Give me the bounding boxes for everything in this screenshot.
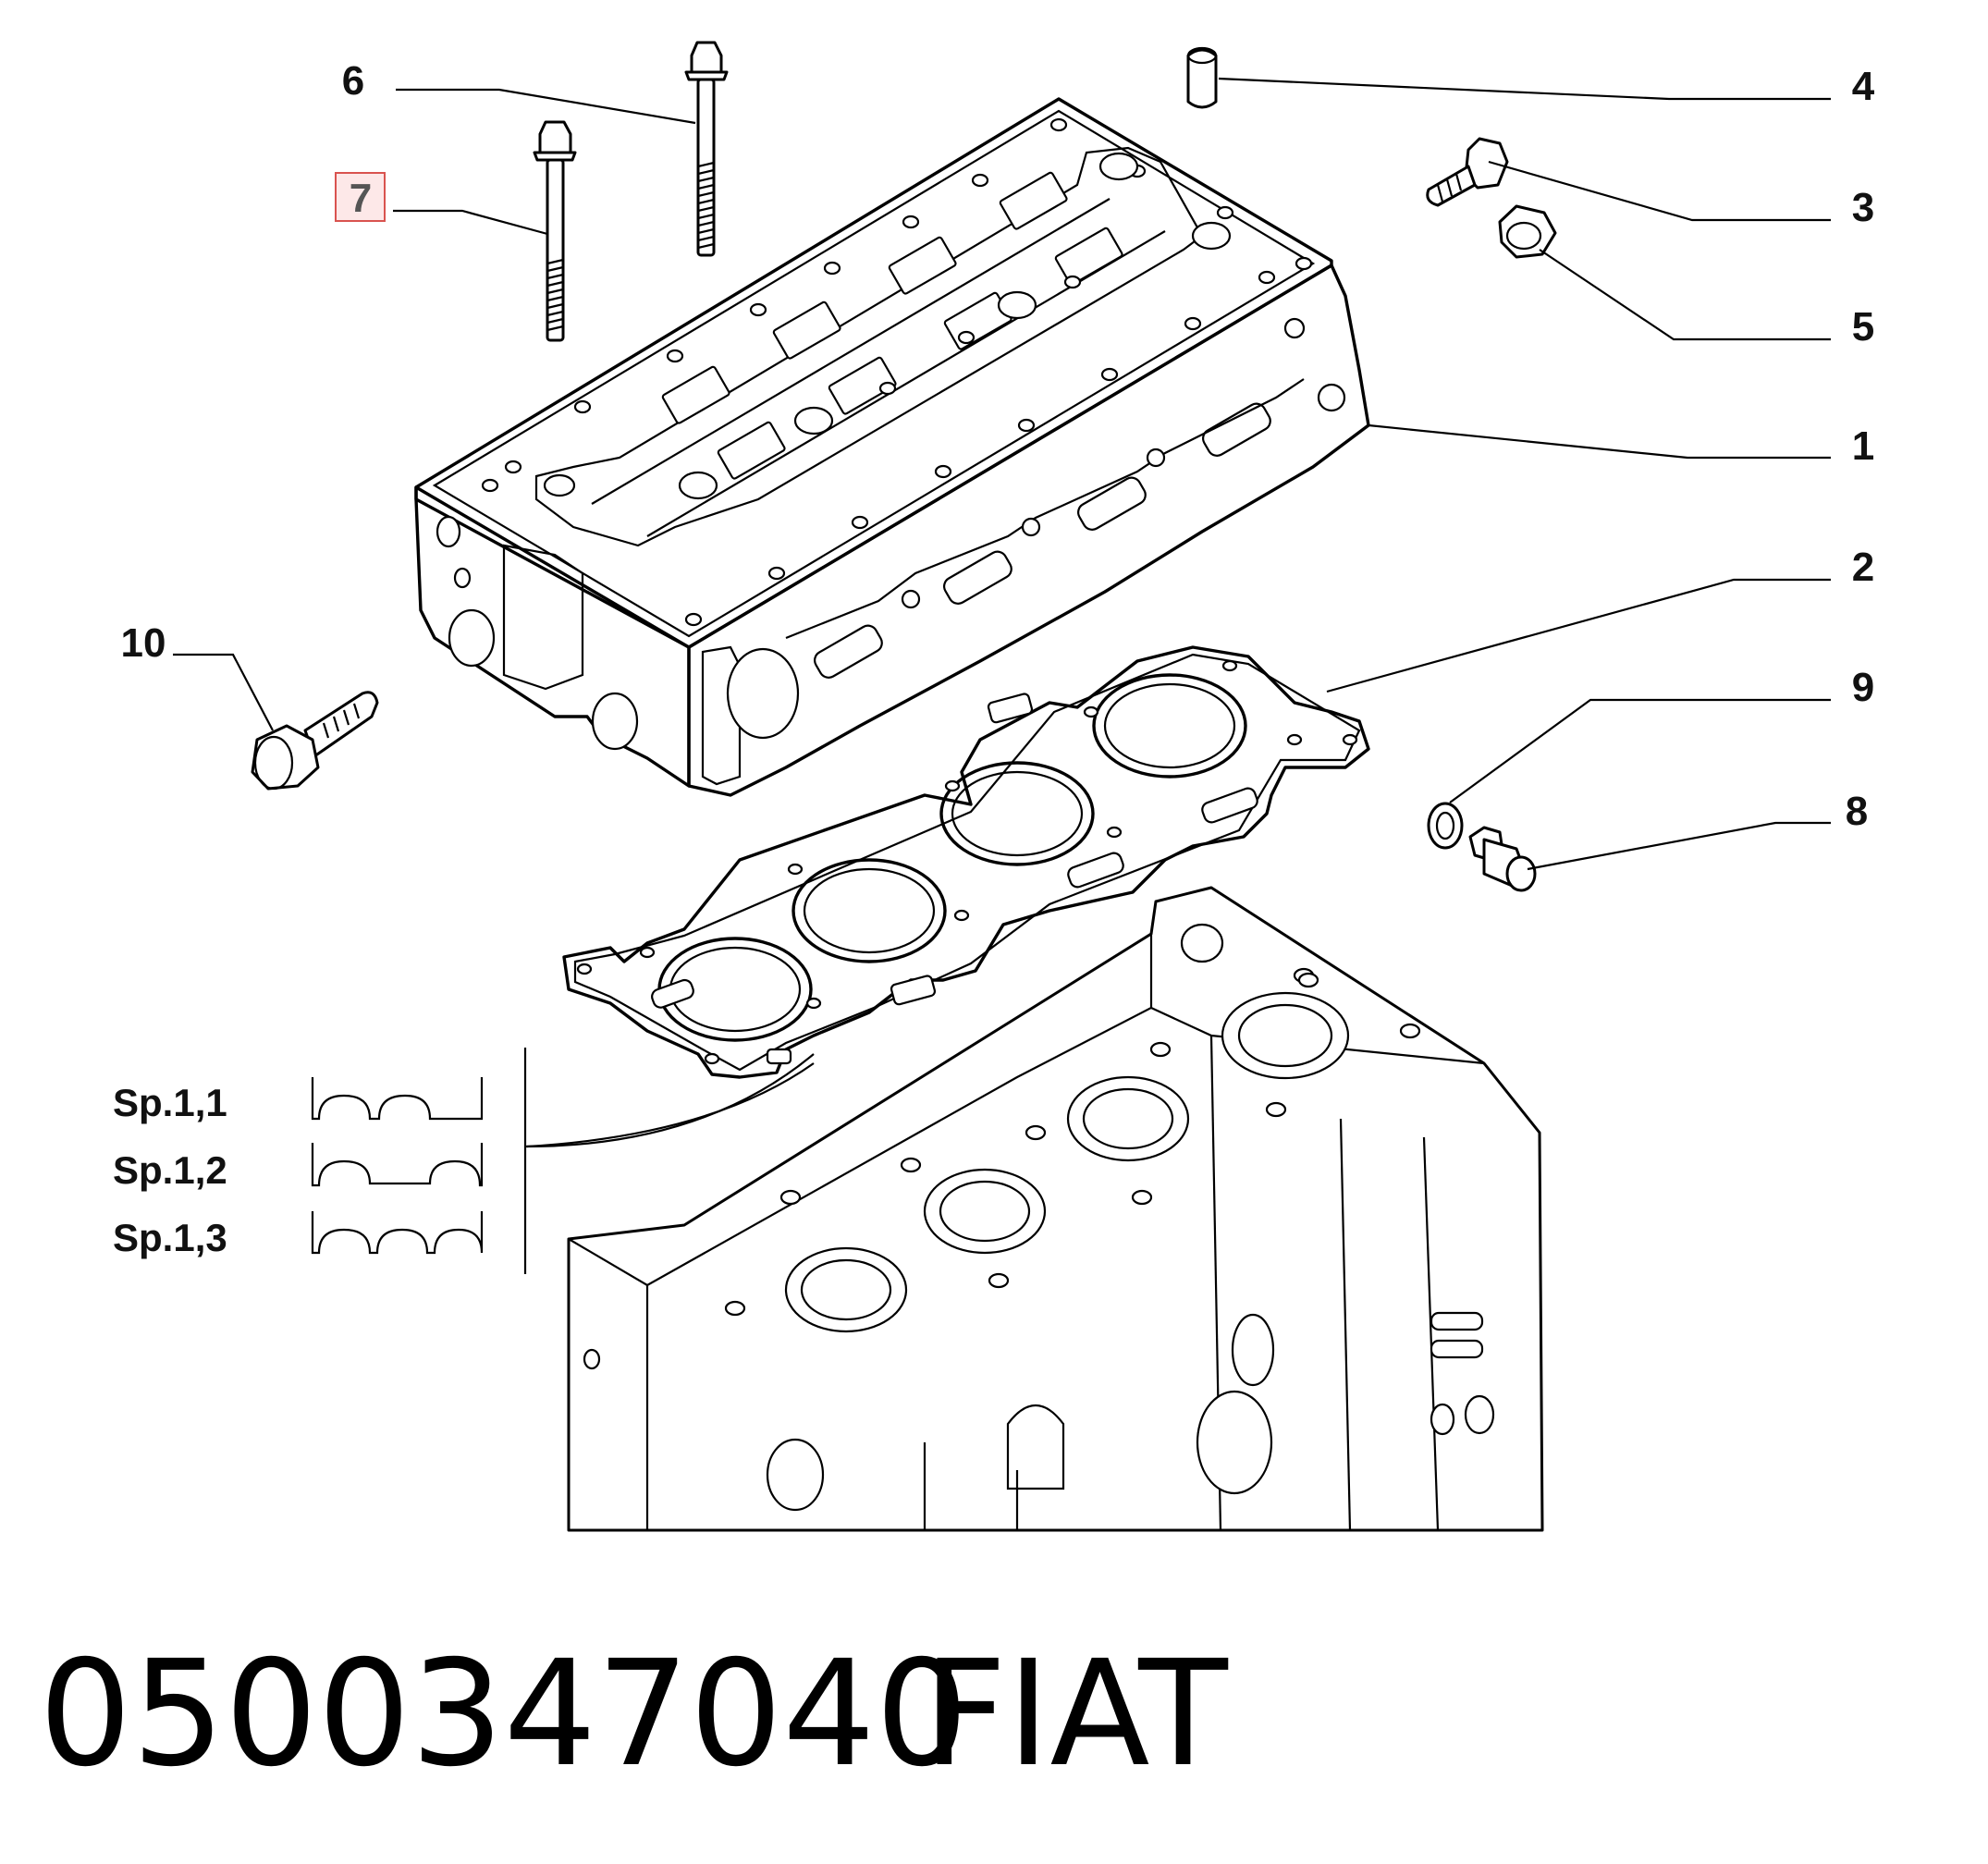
thickness-label-2: Sp.1,2 (113, 1148, 227, 1192)
engine-block (567, 886, 1544, 1532)
thickness-label-3: Sp.1,3 (113, 1216, 227, 1259)
callout-9: 9 (1852, 665, 1874, 710)
callout-10: 10 (121, 620, 166, 666)
sealing-washer (1427, 802, 1464, 850)
plug-5 (1498, 204, 1557, 259)
callout-4: 4 (1852, 64, 1875, 109)
callout-1: 1 (1852, 423, 1874, 469)
gasket-thickness-legend: Sp.1,1 Sp.1,2 Sp.1,3 (113, 1048, 815, 1274)
callout-5: 5 (1852, 304, 1874, 350)
thickness-label-1: Sp.1,1 (113, 1081, 227, 1124)
brand-name: FIAT (923, 1629, 1228, 1799)
bolt-10 (251, 691, 379, 791)
callout-labels: 6 7 4 3 5 1 2 9 8 10 (121, 58, 1875, 834)
callout-7-highlight-box (335, 172, 386, 222)
callout-6: 6 (342, 58, 364, 104)
drain-plug (1468, 826, 1537, 892)
threaded-plug-3 (1426, 137, 1509, 207)
part-caption: 0500347040 FIAT (39, 1629, 1228, 1799)
notch-profile-1 (311, 1077, 484, 1121)
callout-8: 8 (1846, 789, 1868, 834)
notch-profile-3 (311, 1211, 484, 1255)
head-bolt-long-7 (533, 120, 577, 342)
cylinder-head-gasket (562, 645, 1370, 1079)
leader-lines (173, 77, 1831, 871)
legend-bracket (523, 1048, 815, 1274)
callout-3: 3 (1852, 185, 1874, 230)
notch-profile-2 (311, 1143, 484, 1187)
head-bolt-long-6 (684, 41, 729, 257)
callout-7: 7 (350, 176, 372, 221)
cylinder-head (414, 97, 1370, 797)
dowel-pin (1186, 46, 1218, 109)
callout-2: 2 (1852, 545, 1874, 590)
part-number: 0500347040 (39, 1629, 968, 1799)
